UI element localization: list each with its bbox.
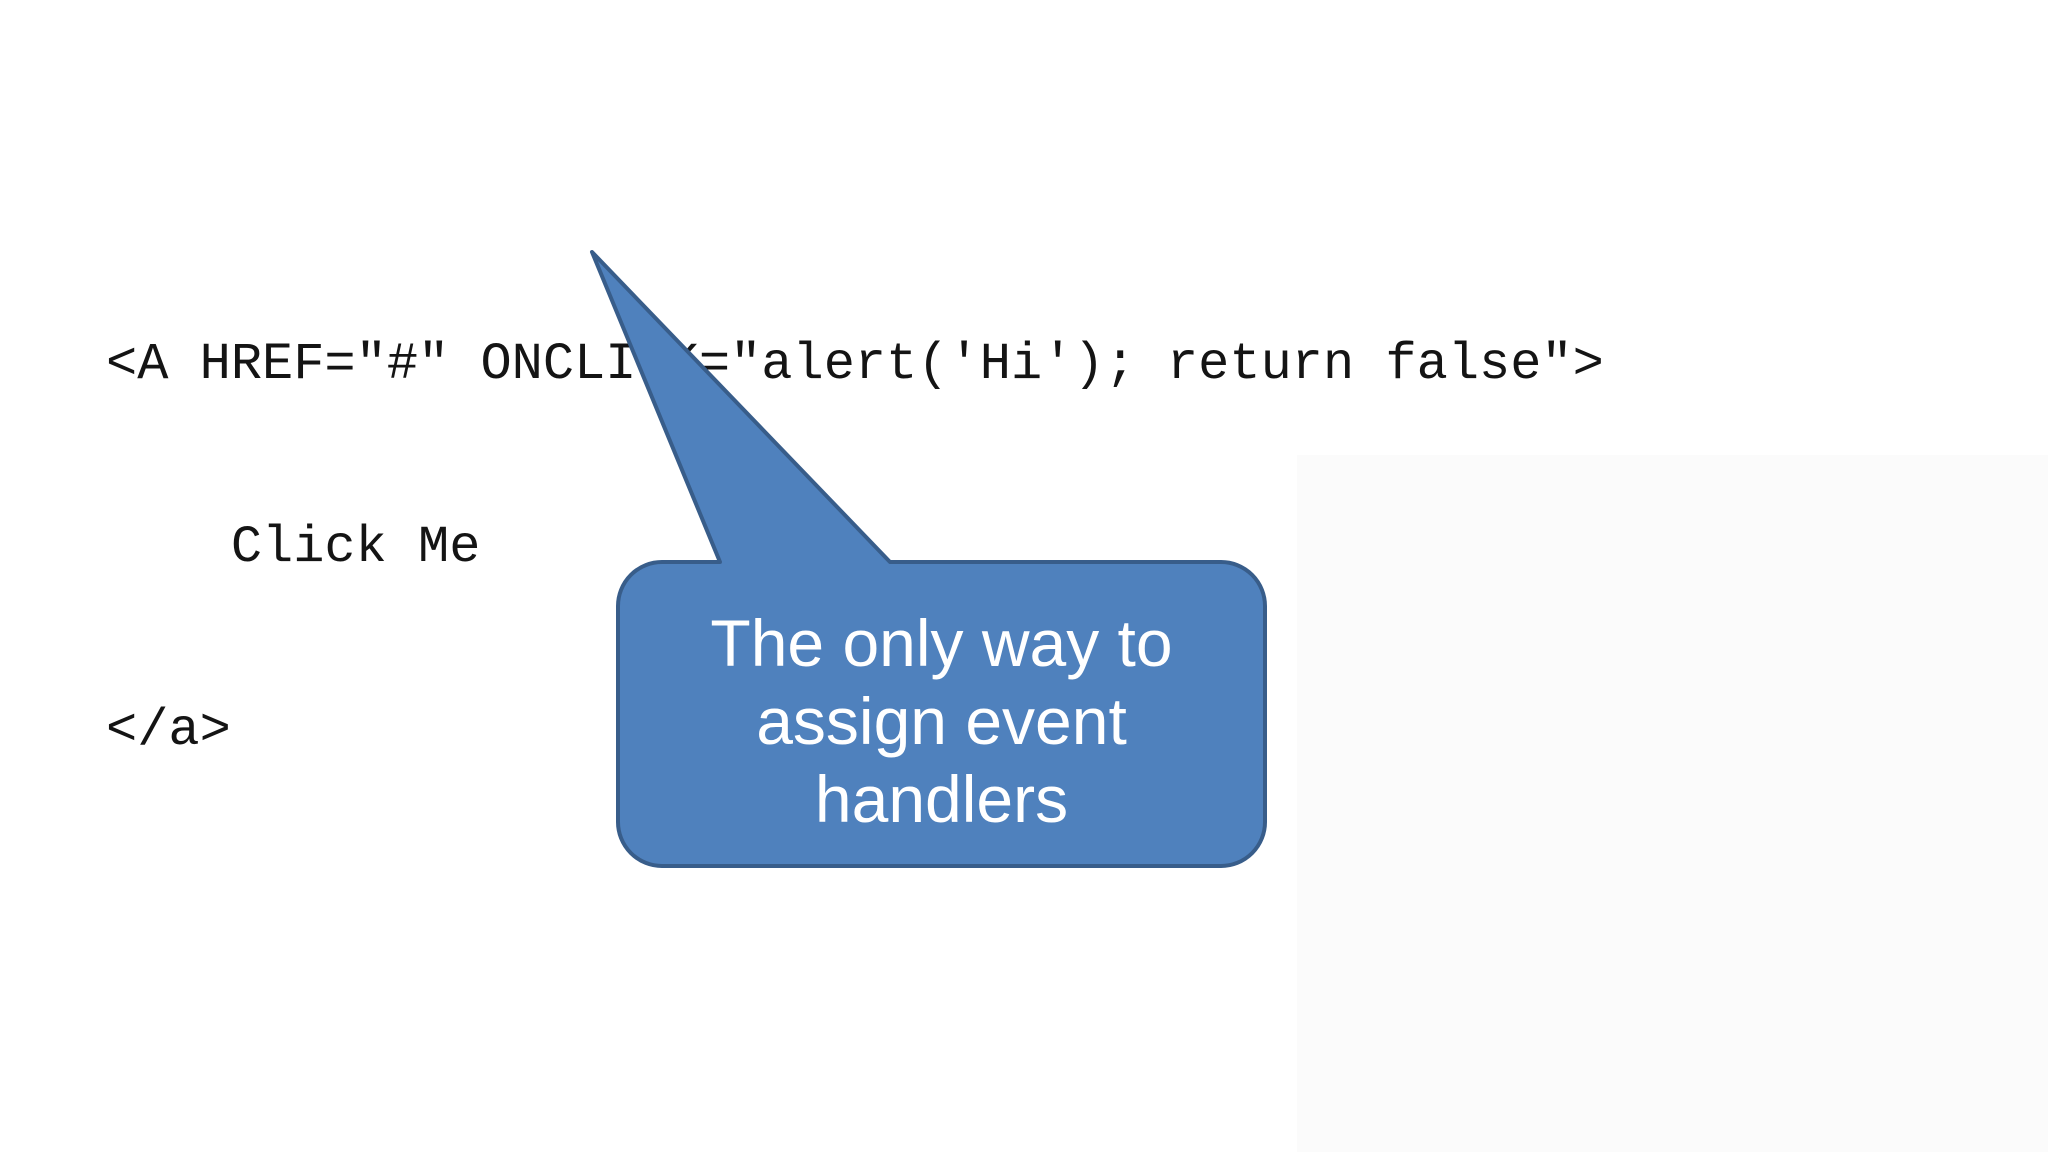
- callout-text-line: The only way to: [710, 606, 1173, 680]
- code-line-anchor-open: <A HREF="#" ONCLICK="alert('Hi'); return…: [106, 335, 1604, 394]
- callout-text-line: assign event: [756, 684, 1127, 758]
- callout-text: The only way to assign event handlers: [618, 562, 1265, 866]
- background-shade: [1297, 455, 2048, 1152]
- callout-text-line: handlers: [814, 762, 1069, 836]
- code-line-anchor-close: </a>: [106, 701, 231, 760]
- code-line-link-text: Click Me: [106, 518, 481, 577]
